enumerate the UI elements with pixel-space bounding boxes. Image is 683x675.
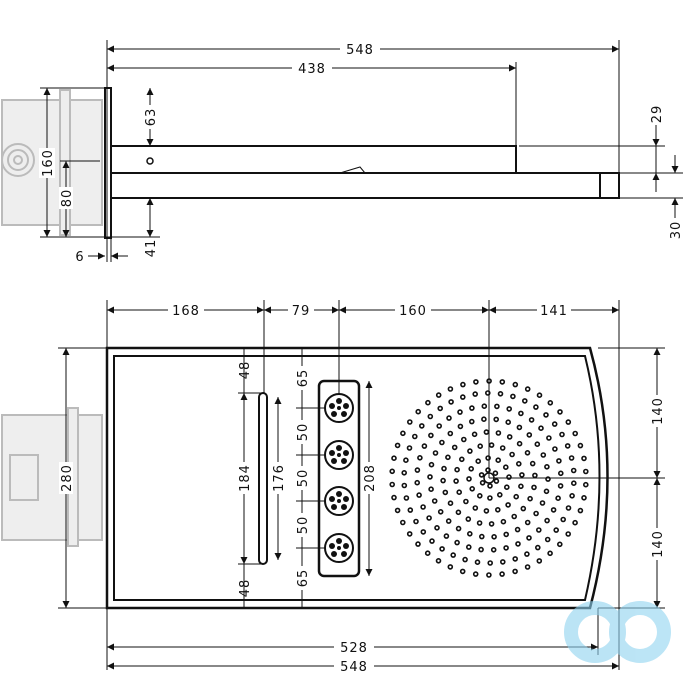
massage-jets (324, 393, 354, 563)
dim-lower-half: 140 (651, 530, 666, 558)
dim-plate-thickness: 6 (75, 250, 84, 265)
dim-seg1: 168 (172, 304, 200, 319)
dim-head-thickness: 30 (669, 221, 683, 240)
concealed-box-top (1, 407, 103, 547)
dim-jet-pitch-2: 50 (296, 469, 311, 488)
dim-wall-to-top: 63 (144, 108, 159, 127)
dim-jets-bottom-margin: 65 (296, 569, 311, 588)
dim-jets-panel: 208 (363, 464, 378, 492)
dim-box-half: 80 (60, 189, 75, 208)
drain-slot (258, 392, 268, 565)
watermark-logo (564, 601, 671, 663)
rain-nozzle-field (389, 378, 589, 578)
side-view: 548 438 160 80 63 41 6 29 30 (1, 40, 683, 265)
dim-arm-length: 438 (298, 62, 326, 77)
dim-total-width: 548 (340, 660, 368, 675)
top-view: 168 79 160 141 280 140 140 48 184 48 176 (1, 300, 666, 675)
dim-slot-top-margin: 48 (238, 361, 253, 380)
dim-jets-top-margin: 65 (296, 369, 311, 388)
dim-seg2: 79 (292, 304, 311, 319)
dim-jet-pitch-1: 50 (296, 423, 311, 442)
dim-wall-to-bottom: 41 (144, 239, 159, 258)
dim-overall-length: 548 (346, 43, 374, 58)
dim-slot-inner: 176 (272, 464, 287, 492)
dim-inner-width: 528 (340, 641, 368, 656)
shower-head-side (110, 172, 620, 199)
dim-box-height: 160 (41, 149, 56, 177)
dim-seg3: 160 (399, 304, 427, 319)
shower-arm (110, 145, 517, 174)
dim-slot-bottom-margin: 48 (238, 579, 253, 598)
dim-slot-outer: 184 (238, 464, 253, 492)
dim-arm-height: 29 (650, 105, 665, 124)
dim-seg4: 141 (540, 304, 568, 319)
dim-jet-pitch-3: 50 (296, 516, 311, 535)
dim-upper-half: 140 (651, 397, 666, 425)
dim-panel-height: 280 (60, 464, 75, 492)
